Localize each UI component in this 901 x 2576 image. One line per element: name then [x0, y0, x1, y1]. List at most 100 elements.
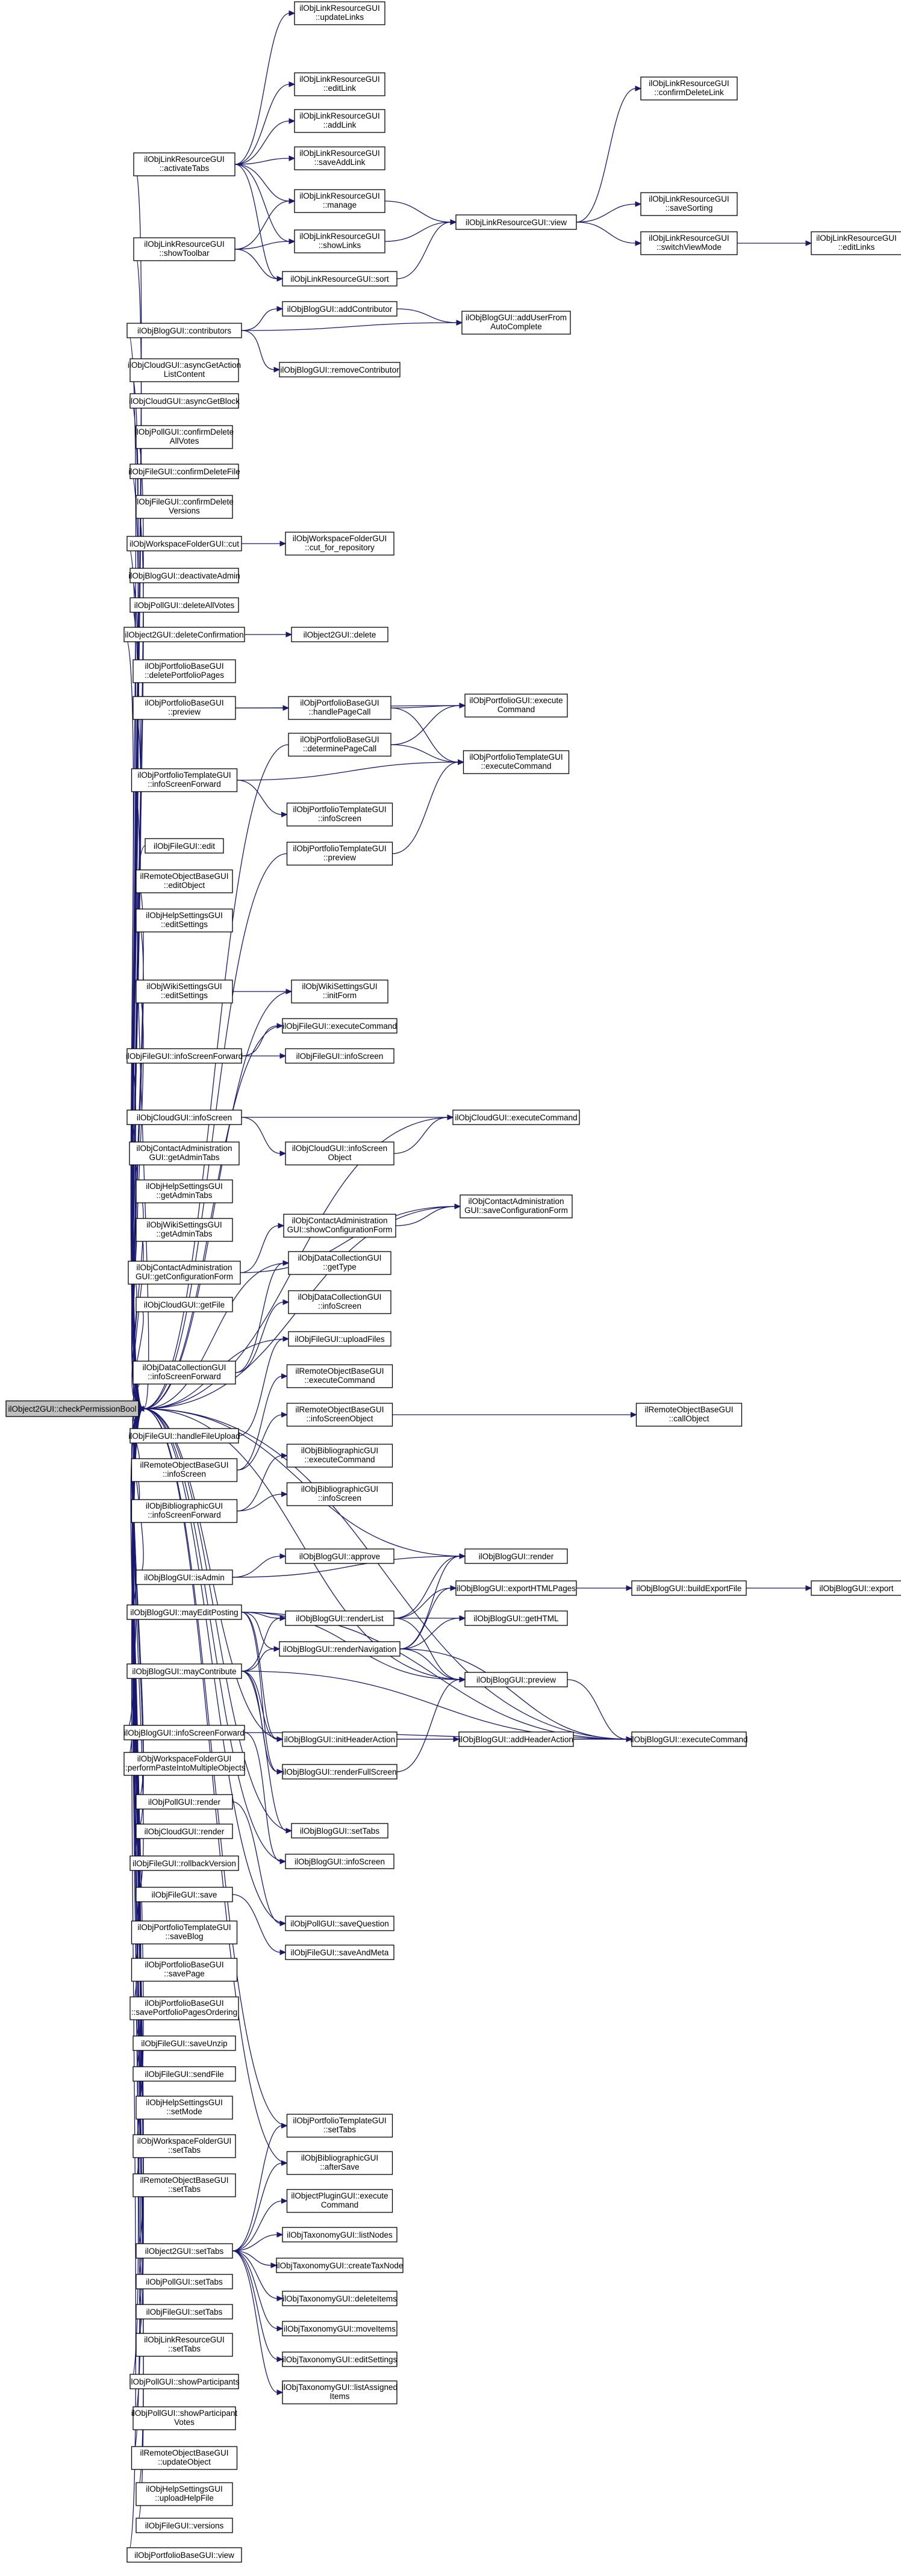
node-rob-infoScreen[interactable]: ilRemoteObjectBaseGUI::infoScreen — [131, 1458, 238, 1482]
node-help-setMode[interactable]: ilObjHelpSettingsGUI::setMode — [136, 2096, 233, 2120]
node-file-saveUnzip[interactable]: ilObjFileGUI::saveUnzip — [132, 2035, 236, 2051]
node-rob-editObject[interactable]: ilRemoteObjectBaseGUI::editObject — [136, 869, 233, 893]
node-lr-addLink[interactable]: ilObjLinkResourceGUI::addLink — [294, 109, 385, 133]
node-lr-confirmDeleteLink[interactable]: ilObjLinkResourceGUI::confirmDeleteLink — [640, 76, 738, 101]
node-blog-removeContributor[interactable]: ilObjBlogGUI::removeContributor — [279, 362, 401, 377]
node-cloud-getFile[interactable]: ilObjCloudGUI::getFile — [136, 1297, 233, 1312]
node-rob-callObject[interactable]: ilRemoteObjectBaseGUI::callObject — [635, 1403, 743, 1427]
node-wiki-initForm[interactable]: ilObjWikiSettingsGUI::initForm — [291, 979, 388, 1004]
node-help-editSettings[interactable]: ilObjHelpSettingsGUI::editSettings — [136, 908, 233, 933]
node-pt-saveBlog[interactable]: ilObjPortfolioTemplateGUI::saveBlog — [131, 1920, 238, 1944]
node-dc-infoScreen[interactable]: ilObjDataCollectionGUI::infoScreen — [288, 1290, 391, 1314]
node-rob-infoScreenObject[interactable]: ilRemoteObjectBaseGUI::infoScreenObject — [286, 1403, 393, 1427]
node-pt-infoScreenForward[interactable]: ilObjPortfolioTemplateGUI::infoScreenFor… — [131, 768, 238, 792]
node-lr-switchViewMode[interactable]: ilObjLinkResourceGUI::switchViewMode — [640, 231, 738, 255]
node-file-confirmDeleteFile[interactable]: ilObjFileGUI::confirmDeleteFile — [128, 464, 240, 479]
node-blog-deactivateAdmin[interactable]: ilObjBlogGUI::deactivateAdmin — [128, 568, 240, 583]
node-file-save[interactable]: ilObjFileGUI::save — [136, 1887, 233, 1902]
node-ca-saveConfigurationForm[interactable]: ilObjContactAdministrationGUI::saveConfi… — [460, 1194, 573, 1218]
node-wiki-editSettings[interactable]: ilObjWikiSettingsGUI::editSettings — [136, 979, 233, 1004]
node-lr-setTabs[interactable]: ilObjLinkResourceGUI::setTabs — [136, 2333, 233, 2357]
node-lr-saveSorting[interactable]: ilObjLinkResourceGUI::saveSorting — [640, 192, 738, 216]
node-lr-saveAddLink[interactable]: ilObjLinkResourceGUI::saveAddLink — [294, 146, 385, 170]
node-o2-delete[interactable]: ilObject2GUI::delete — [291, 627, 388, 642]
node-pf-savePage[interactable]: ilObjPortfolioBaseGUI::savePage — [131, 1958, 238, 1982]
node-lr-editLink[interactable]: ilObjLinkResourceGUI::editLink — [294, 72, 385, 96]
node-blog-executeCommand[interactable]: ilObjBlogGUI::executeCommand — [630, 1731, 748, 1747]
node-pt-preview[interactable]: ilObjPortfolioTemplateGUI::preview — [286, 842, 393, 866]
node-cloud-executeCommand[interactable]: ilObjCloudGUI::executeCommand — [452, 1110, 580, 1125]
node-wiki-getAdminTabs[interactable]: ilObjWikiSettingsGUI::getAdminTabs — [136, 1218, 233, 1242]
node-help-getAdminTabs[interactable]: ilObjHelpSettingsGUI::getAdminTabs — [136, 1179, 233, 1203]
node-lr-showLinks[interactable]: ilObjLinkResourceGUI::showLinks — [294, 229, 385, 253]
node-blog-renderNavigation[interactable]: ilObjBlogGUI::renderNavigation — [279, 1641, 401, 1657]
node-pf-preview[interactable]: ilObjPortfolioBaseGUI::preview — [132, 696, 236, 720]
node-file-edit[interactable]: ilObjFileGUI::edit — [145, 838, 224, 854]
node-lr-manage[interactable]: ilObjLinkResourceGUI::manage — [294, 189, 385, 213]
node-blog-infoScreenForward[interactable]: ilObjBlogGUI::infoScreenForward — [123, 1725, 245, 1740]
node-blog-addContributor[interactable]: ilObjBlogGUI::addContributor — [282, 301, 398, 317]
node-file-versions[interactable]: ilObjFileGUI::versions — [136, 2518, 233, 2533]
node-blog-exportHTMLPages[interactable]: ilObjBlogGUI::exportHTMLPages — [455, 1580, 577, 1596]
node-ca-getConfigurationForm[interactable]: ilObjContactAdministrationGUI::getConfig… — [128, 1261, 241, 1285]
node-blog-mayContribute[interactable]: ilObjBlogGUI::mayContribute — [126, 1663, 242, 1679]
node-wsf-cut-for-repository[interactable]: ilObjWorkspaceFolderGUI::cut_for_reposit… — [285, 532, 394, 556]
node-file-executeCommand[interactable]: ilObjFileGUI::executeCommand — [282, 1018, 398, 1034]
node-file-saveAndMeta[interactable]: ilObjFileGUI::saveAndMeta — [285, 1944, 394, 1960]
node-poll-saveQuestion[interactable]: ilObjPollGUI::saveQuestion — [285, 1916, 394, 1931]
node-blog-isAdmin[interactable]: ilObjBlogGUI::isAdmin — [136, 1569, 233, 1585]
node-file-handleFileUpload[interactable]: ilObjFileGUI::handleFileUpload — [128, 1428, 240, 1444]
node-help-uploadHelpFile[interactable]: ilObjHelpSettingsGUI::uploadHelpFile — [136, 2482, 233, 2506]
node-tax-editSettings[interactable]: ilObjTaxonomyGUI::editSettings — [282, 2351, 398, 2367]
node-file-sendFile[interactable]: ilObjFileGUI::sendFile — [132, 2066, 236, 2082]
node-pt-setTabs[interactable]: ilObjPortfolioTemplateGUI::setTabs — [286, 2114, 393, 2138]
node-blog-initHeaderAction[interactable]: ilObjBlogGUI::initHeaderAction — [282, 1731, 398, 1747]
node-file-rollbackVersion[interactable]: ilObjFileGUI::rollbackVersion — [129, 1855, 239, 1871]
node-pf-savePortfolioPagesOrdering[interactable]: ilObjPortfolioBaseGUI::savePortfolioPage… — [129, 1996, 239, 2020]
node-pt-executeCommand[interactable]: ilObjPortfolioTemplateGUI::executeComman… — [463, 750, 570, 774]
node-blog-export[interactable]: ilObjBlogGUI::export — [811, 1580, 901, 1596]
node-wsf-performPasteIntoMultipleObjects[interactable]: ilObjWorkspaceFolderGUI::performPasteInt… — [123, 1752, 246, 1776]
node-poll-setTabs[interactable]: ilObjPollGUI::setTabs — [136, 2274, 233, 2289]
node-blog-renderList[interactable]: ilObjBlogGUI::renderList — [285, 1610, 394, 1626]
node-file-infoScreenForward[interactable]: ilObjFileGUI::infoScreenForward — [126, 1048, 243, 1064]
node-o2-setTabs[interactable]: ilObject2GUI::setTabs — [136, 2243, 233, 2259]
node-rob-executeCommand[interactable]: ilRemoteObjectBaseGUI::executeCommand — [286, 1364, 393, 1388]
node-blog-infoScreen[interactable]: ilObjBlogGUI::infoScreen — [285, 1854, 394, 1869]
node-tax-listNodes[interactable]: ilObjTaxonomyGUI::listNodes — [282, 2227, 398, 2242]
node-blog-renderFullScreen[interactable]: ilObjBlogGUI::renderFullScreen — [282, 1764, 398, 1780]
node-cloud-asyncGetBlock[interactable]: ilObjCloudGUI::asyncGetBlock — [129, 393, 240, 409]
node-rob-updateObject[interactable]: ilRemoteObjectBaseGUI::updateObject — [131, 2446, 238, 2470]
node-file-uploadFiles[interactable]: ilObjFileGUI::uploadFiles — [288, 1331, 391, 1347]
node-tax-createTaxNode[interactable]: ilObjTaxonomyGUI::createTaxNode — [276, 2258, 404, 2273]
node-pf-deletePortfolioPages[interactable]: ilObjPortfolioBaseGUI::deletePortfolioPa… — [132, 659, 236, 683]
node-bib-infoScreenForward[interactable]: ilObjBibliographicGUI::infoScreenForward — [131, 1499, 238, 1523]
node-cloud-infoScreenObject[interactable]: ilObjCloudGUI::infoScreenObject — [285, 1141, 394, 1165]
node-poll-showParticipants[interactable]: ilObjPollGUI::showParticipants — [129, 2374, 240, 2389]
node-wsf-cut[interactable]: ilObjWorkspaceFolderGUI::cut — [126, 536, 242, 551]
node-wsf-setTabs[interactable]: ilObjWorkspaceFolderGUI::setTabs — [132, 2134, 236, 2158]
node-blog-addHeaderAction[interactable]: ilObjBlogGUI::addHeaderAction — [458, 1731, 574, 1747]
node-o2-deleteConfirmation[interactable]: ilObject2GUI::deleteConfirmation — [123, 627, 245, 642]
node-ca-showConfigurationForm[interactable]: ilObjContactAdministrationGUI::showConfi… — [283, 1214, 396, 1238]
node-dc-infoScreenForward[interactable]: ilObjDataCollectionGUI::infoScreenForwar… — [132, 1361, 236, 1385]
node-blog-contributors[interactable]: ilObjBlogGUI::contributors — [126, 323, 242, 338]
node-poll-render[interactable]: ilObjPollGUI::render — [136, 1794, 233, 1810]
node-poll-deleteAllVotes[interactable]: ilObjPollGUI::deleteAllVotes — [129, 597, 239, 613]
node-lr-updateLinks[interactable]: ilObjLinkResourceGUI::updateLinks — [294, 1, 385, 25]
node-lr-editLinks[interactable]: ilObjLinkResourceGUI::editLinks — [811, 231, 901, 255]
node-dc-getType[interactable]: ilObjDataCollectionGUI::getType — [288, 1251, 391, 1275]
node-ca-getAdminTabs[interactable]: ilObjContactAdministrationGUI::getAdminT… — [129, 1141, 240, 1165]
node-plugin-executeCommand[interactable]: ilObjectPluginGUI::executeCommand — [286, 2189, 393, 2213]
node-lr-sort[interactable]: ilObjLinkResourceGUI::sort — [282, 271, 398, 287]
node-pf-handlePageCall[interactable]: ilObjPortfolioBaseGUI::handlePageCall — [288, 696, 391, 720]
node-cloud-infoScreen[interactable]: ilObjCloudGUI::infoScreen — [126, 1110, 242, 1125]
node-lr-activateTabs[interactable]: ilObjLinkResourceGUI::activateTabs — [133, 152, 235, 176]
node-rob-setTabs[interactable]: ilRemoteObjectBaseGUI::setTabs — [132, 2173, 236, 2197]
node-blog-getHTML[interactable]: ilObjBlogGUI::getHTML — [464, 1610, 568, 1626]
node-file-setTabs[interactable]: ilObjFileGUI::setTabs — [136, 2304, 233, 2320]
